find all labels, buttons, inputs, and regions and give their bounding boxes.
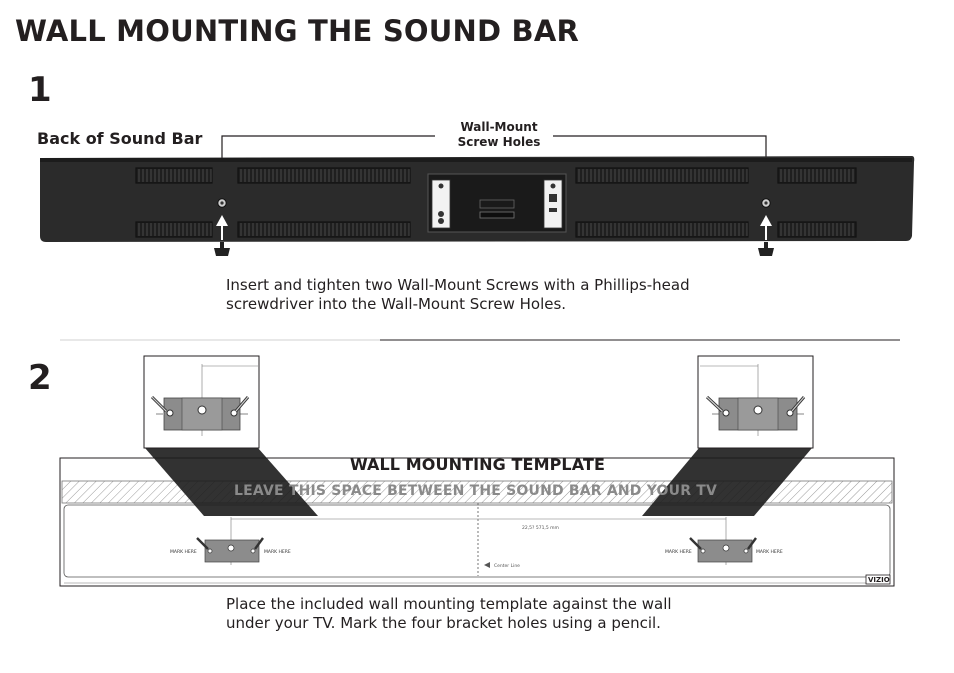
step-1-number: 1 xyxy=(28,70,52,110)
back-of-sound-bar-label: Back of Sound Bar xyxy=(37,129,203,148)
screw-holes-callout: Wall-Mount Screw Holes xyxy=(440,120,558,150)
template-bracket-left xyxy=(196,537,264,563)
brand-logo xyxy=(865,574,891,585)
step-1-instruction-line1: Insert and tighten two Wall-Mount Screws… xyxy=(226,276,690,294)
mark-here-label: MARK HERE xyxy=(264,549,291,555)
left-jack-panel xyxy=(431,179,451,229)
center-line-label: Center Line xyxy=(494,563,520,569)
step-2-instruction-line1: Place the included wall mounting templat… xyxy=(226,595,672,613)
wall-mount-screw-icon xyxy=(214,242,230,256)
template-title: WALL MOUNTING TEMPLATE xyxy=(350,455,606,474)
step-2-number: 2 xyxy=(28,358,52,398)
step-1-instructions: Insert and tighten two Wall-Mount Screws… xyxy=(226,276,690,314)
screw-holes-label-line1: Wall-Mount xyxy=(460,120,538,134)
magnify-beam-right xyxy=(642,448,812,516)
template-inner-area xyxy=(63,504,891,578)
dimension-text: 22,5? 571,5 mm xyxy=(522,525,559,531)
arrow-up-icon xyxy=(216,215,228,240)
step-2-instructions: Place the included wall mounting templat… xyxy=(226,595,672,633)
mark-here-label: MARK HERE xyxy=(665,549,692,555)
screw-holes-label-line2: Screw Holes xyxy=(457,135,541,149)
step-1-instruction-line2: screwdriver into the Wall-Mount Screw Ho… xyxy=(226,295,567,313)
leave-space-text: LEAVE THIS SPACE BETWEEN THE SOUND BAR A… xyxy=(234,483,718,499)
brand-logo-text: VIZIO xyxy=(868,576,890,584)
zoom-bracket-right xyxy=(700,364,806,436)
wall-mount-screw-icon xyxy=(758,242,774,256)
right-jack-panel xyxy=(543,179,563,229)
page-title: WALL MOUNTING THE SOUND BAR xyxy=(15,14,580,48)
mark-here-label: MARK HERE xyxy=(756,549,783,555)
step-2-instruction-line2: under your TV. Mark the four bracket hol… xyxy=(226,614,661,632)
connector-panel xyxy=(427,173,567,233)
zoom-bracket-left xyxy=(150,364,258,436)
mark-here-label: MARK HERE xyxy=(170,549,197,555)
magnify-beam-left xyxy=(145,448,318,516)
arrow-up-icon xyxy=(760,215,772,240)
template-bracket-right xyxy=(689,537,757,563)
